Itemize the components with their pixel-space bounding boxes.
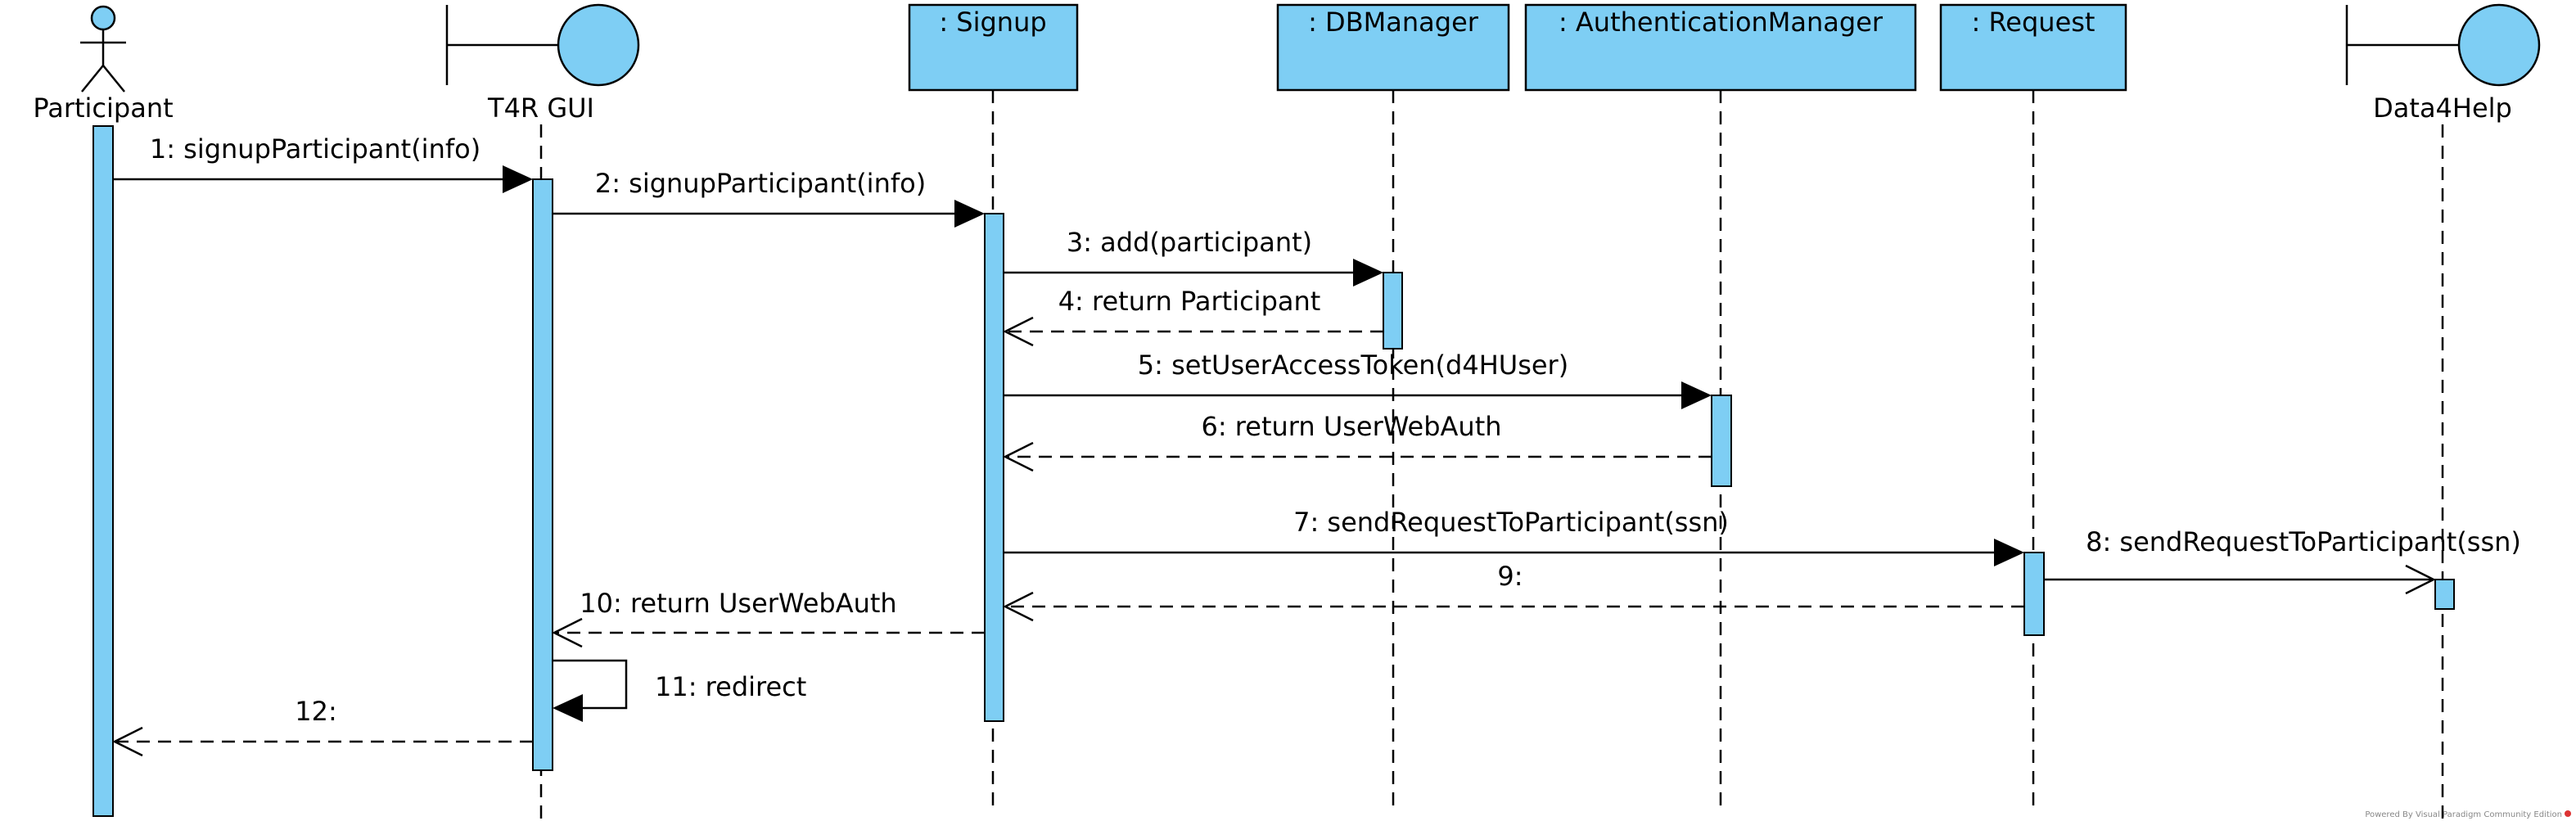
data4help-boundary: Data4Help [2345,3,2541,124]
participant-actor: Participant [33,5,174,124]
t4r-gui-label: T4R GUI [487,92,594,124]
message-11: 11: redirect [553,659,806,722]
request-activation [2023,552,2045,636]
message-10: 10: return UserWebAuth [552,588,985,648]
arrowhead-open [2405,564,2436,595]
t4r-gui-activation [532,178,553,771]
signup-object: : Signup [908,3,1079,92]
message-2: 2: signupParticipant(info) [553,168,985,228]
message-9: 9: [1003,561,2024,622]
participant-label: Participant [33,92,173,124]
arrowhead-open [1003,441,1034,472]
watermark: Powered By Visual Paradigm Community Edi… [2365,810,2571,819]
message-9-label: 9: [1497,561,1523,592]
message-5-label: 5: setUserAccessToken(d4HUser) [1138,350,1568,381]
arrowhead-filled [1681,381,1712,409]
arrowhead-filled [1994,539,2024,566]
message-1-label: 1: signupParticipant(info) [150,133,480,165]
message-8: 8: sendRequestToParticipant(ssn) [2044,526,2521,595]
message-6-label: 6: return UserWebAuth [1201,411,1501,442]
data4help-label: Data4Help [2373,92,2512,124]
arrowhead-filled [553,694,583,722]
arrowhead-filled [954,200,985,228]
dbmanager-activation [1383,272,1403,350]
request-label: : Request [1972,7,2096,38]
authentication-manager-activation [1711,395,1732,487]
t4r-gui-boundary: T4R GUI [445,3,640,124]
authentication-manager-label: : AuthenticationManager [1559,7,1884,38]
dbmanager-object: : DBManager [1276,3,1510,92]
message-5: 5: setUserAccessToken(d4HUser) [1004,350,1712,409]
message-2-label: 2: signupParticipant(info) [595,168,926,199]
message-12-label: 12: [295,696,337,727]
message-4: 4: return Participant [1003,286,1383,347]
arrowhead-open [552,617,583,648]
message-12: 12: [112,696,533,757]
visual-paradigm-logo-icon [2565,810,2571,817]
arrowhead-filled [1353,259,1383,286]
message-3-label: 3: add(participant) [1067,227,1312,258]
message-7: 7: sendRequestToParticipant(ssn) [1004,507,2024,566]
message-1: 1: signupParticipant(info) [113,133,533,193]
message-8-label: 8: sendRequestToParticipant(ssn) [2086,526,2521,557]
participant-activation [92,125,114,817]
message-11-label: 11: redirect [655,671,806,702]
signup-activation [984,213,1004,722]
dbmanager-label: : DBManager [1308,7,1479,38]
request-object: : Request [1939,3,2127,92]
message-6: 6: return UserWebAuth [1003,411,1712,472]
arrowhead-open [1003,316,1034,347]
arrowhead-open [112,726,143,757]
arrowhead-open [1003,591,1034,622]
data4help-activation [2434,579,2455,610]
message-3: 3: add(participant) [1004,227,1383,286]
watermark-text: Powered By Visual Paradigm Community Edi… [2365,810,2562,819]
arrowhead-filled [503,165,533,193]
signup-label: : Signup [939,7,1046,38]
message-10-label: 10: return UserWebAuth [580,588,896,619]
authentication-manager-object: : AuthenticationManager [1524,3,1917,92]
message-7-label: 7: sendRequestToParticipant(ssn) [1293,507,1729,538]
message-4-label: 4: return Participant [1058,286,1321,317]
